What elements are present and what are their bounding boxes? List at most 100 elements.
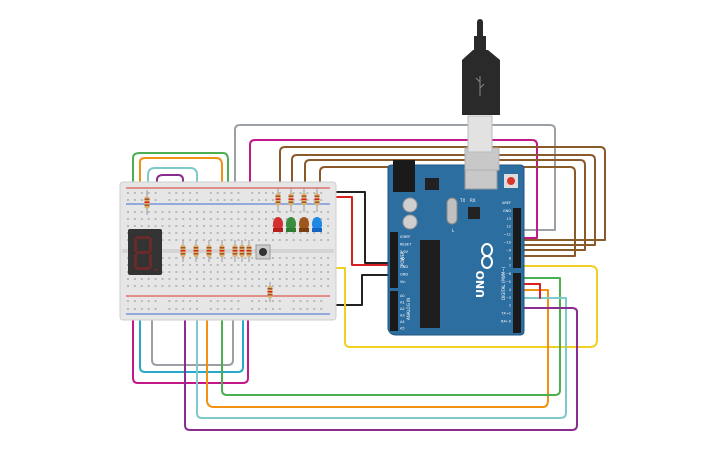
wire-orange[interactable] (206, 289, 549, 408)
breadboard-hole (251, 199, 254, 201)
breadboard-hole (299, 232, 302, 234)
arduino-uno: UNO DIGITAL (PWM~) POWER ANALOG IN TX RX… (387, 160, 525, 336)
breadboard-hole (299, 211, 302, 213)
pin-label: ~6 (506, 272, 511, 276)
wire-black[interactable] (321, 274, 394, 306)
breadboard-hole (251, 211, 254, 213)
resistor[interactable] (267, 282, 273, 302)
breadboard-hole (175, 211, 178, 213)
resistor[interactable] (288, 187, 294, 212)
breadboard-hole (133, 192, 136, 194)
breadboard-hole (182, 225, 185, 227)
breadboard-hole (223, 285, 226, 287)
breadboard-hole (265, 218, 267, 220)
wire-orange[interactable] (139, 157, 223, 231)
wire-teal[interactable] (147, 167, 198, 231)
seven-segment-display[interactable] (128, 229, 162, 275)
resistor[interactable] (144, 190, 150, 215)
pin-label: ~10 (504, 241, 511, 245)
breadboard-hole (189, 264, 192, 266)
breadboard-hole (320, 239, 323, 241)
breadboard-hole (196, 199, 198, 201)
resistor[interactable] (206, 240, 212, 262)
breadboard-hole (182, 300, 185, 302)
wire-cyan[interactable] (139, 274, 244, 373)
resistor[interactable] (232, 240, 238, 262)
wire-gray[interactable] (151, 279, 234, 366)
wire-magenta[interactable] (249, 139, 538, 239)
wire-green[interactable] (132, 152, 229, 231)
breadboard-hole (168, 199, 171, 201)
pin-label: GND (400, 273, 408, 277)
breadboard-hole (244, 264, 247, 266)
breadboard-hole (216, 211, 219, 213)
resistor[interactable] (246, 240, 252, 262)
tx-label: TX (459, 198, 465, 203)
wire-brown[interactable] (304, 159, 586, 251)
breadboard-hole (154, 285, 157, 287)
breadboard-hole (216, 264, 219, 266)
resistor[interactable] (180, 240, 186, 262)
pin-label: ~9 (506, 248, 511, 252)
resistor[interactable] (219, 240, 225, 262)
breadboard-hole (154, 225, 157, 227)
wire-green[interactable] (221, 277, 561, 396)
wire-yellow[interactable] (269, 265, 598, 348)
breadboard-hole (196, 218, 198, 220)
analog-label: ANALOG IN (406, 298, 411, 320)
breadboard-hole (230, 239, 233, 241)
breadboard-hole (161, 285, 164, 287)
breadboard-hole (237, 300, 240, 302)
resistor[interactable] (239, 240, 245, 262)
usb-cable-icon (462, 19, 500, 171)
wire-brown[interactable] (291, 154, 596, 246)
breadboard-hole (202, 211, 205, 213)
breadboard-hole (230, 232, 233, 234)
wire-red[interactable] (521, 283, 541, 299)
breadboard-hole (196, 225, 198, 227)
resistor[interactable] (275, 187, 281, 212)
breadboard-hole (292, 199, 295, 201)
breadboard-hole (292, 239, 295, 241)
breadboard-hole (133, 308, 136, 310)
digital-header-top (513, 208, 521, 268)
wire-gray[interactable] (234, 124, 556, 231)
led-red[interactable] (273, 217, 283, 232)
breadboard-hole (202, 278, 205, 280)
breadboard-hole (161, 232, 164, 234)
breadboard-hole (223, 192, 226, 194)
pin-label: A3 (400, 314, 405, 318)
push-button[interactable] (255, 244, 271, 260)
wire-brown[interactable] (279, 146, 606, 241)
resistor[interactable] (314, 187, 320, 212)
breadboard-hole (196, 239, 198, 241)
led-orange[interactable] (299, 217, 309, 232)
wire-teal[interactable] (196, 289, 567, 419)
led-green[interactable] (286, 217, 296, 232)
breadboard-hole (285, 239, 288, 241)
breadboard-hole (230, 218, 233, 220)
resistor[interactable] (301, 187, 307, 212)
breadboard-hole (265, 271, 267, 273)
breadboard-hole (216, 239, 219, 241)
wire-purple[interactable] (184, 289, 578, 431)
breadboard-hole (175, 285, 178, 287)
breadboard-hole (320, 264, 323, 266)
wire-magenta[interactable] (132, 274, 249, 384)
breadboard-hole (140, 278, 143, 280)
breadboard-hole (327, 239, 330, 241)
wire-brown[interactable] (319, 166, 576, 257)
breadboard-hole (168, 285, 171, 287)
wire-black[interactable] (321, 191, 394, 264)
resistor[interactable] (193, 240, 199, 262)
led-blue[interactable] (312, 217, 322, 232)
wire-red[interactable] (321, 196, 394, 266)
breadboard-hole (223, 199, 226, 201)
wire-purple[interactable] (156, 174, 184, 231)
breadboard-hole (271, 257, 274, 259)
breadboard-hole (230, 278, 233, 280)
breadboard-hole (230, 264, 233, 266)
breadboard-hole (209, 285, 212, 287)
pin-label: GND (503, 209, 511, 213)
breadboard-hole (237, 257, 240, 259)
